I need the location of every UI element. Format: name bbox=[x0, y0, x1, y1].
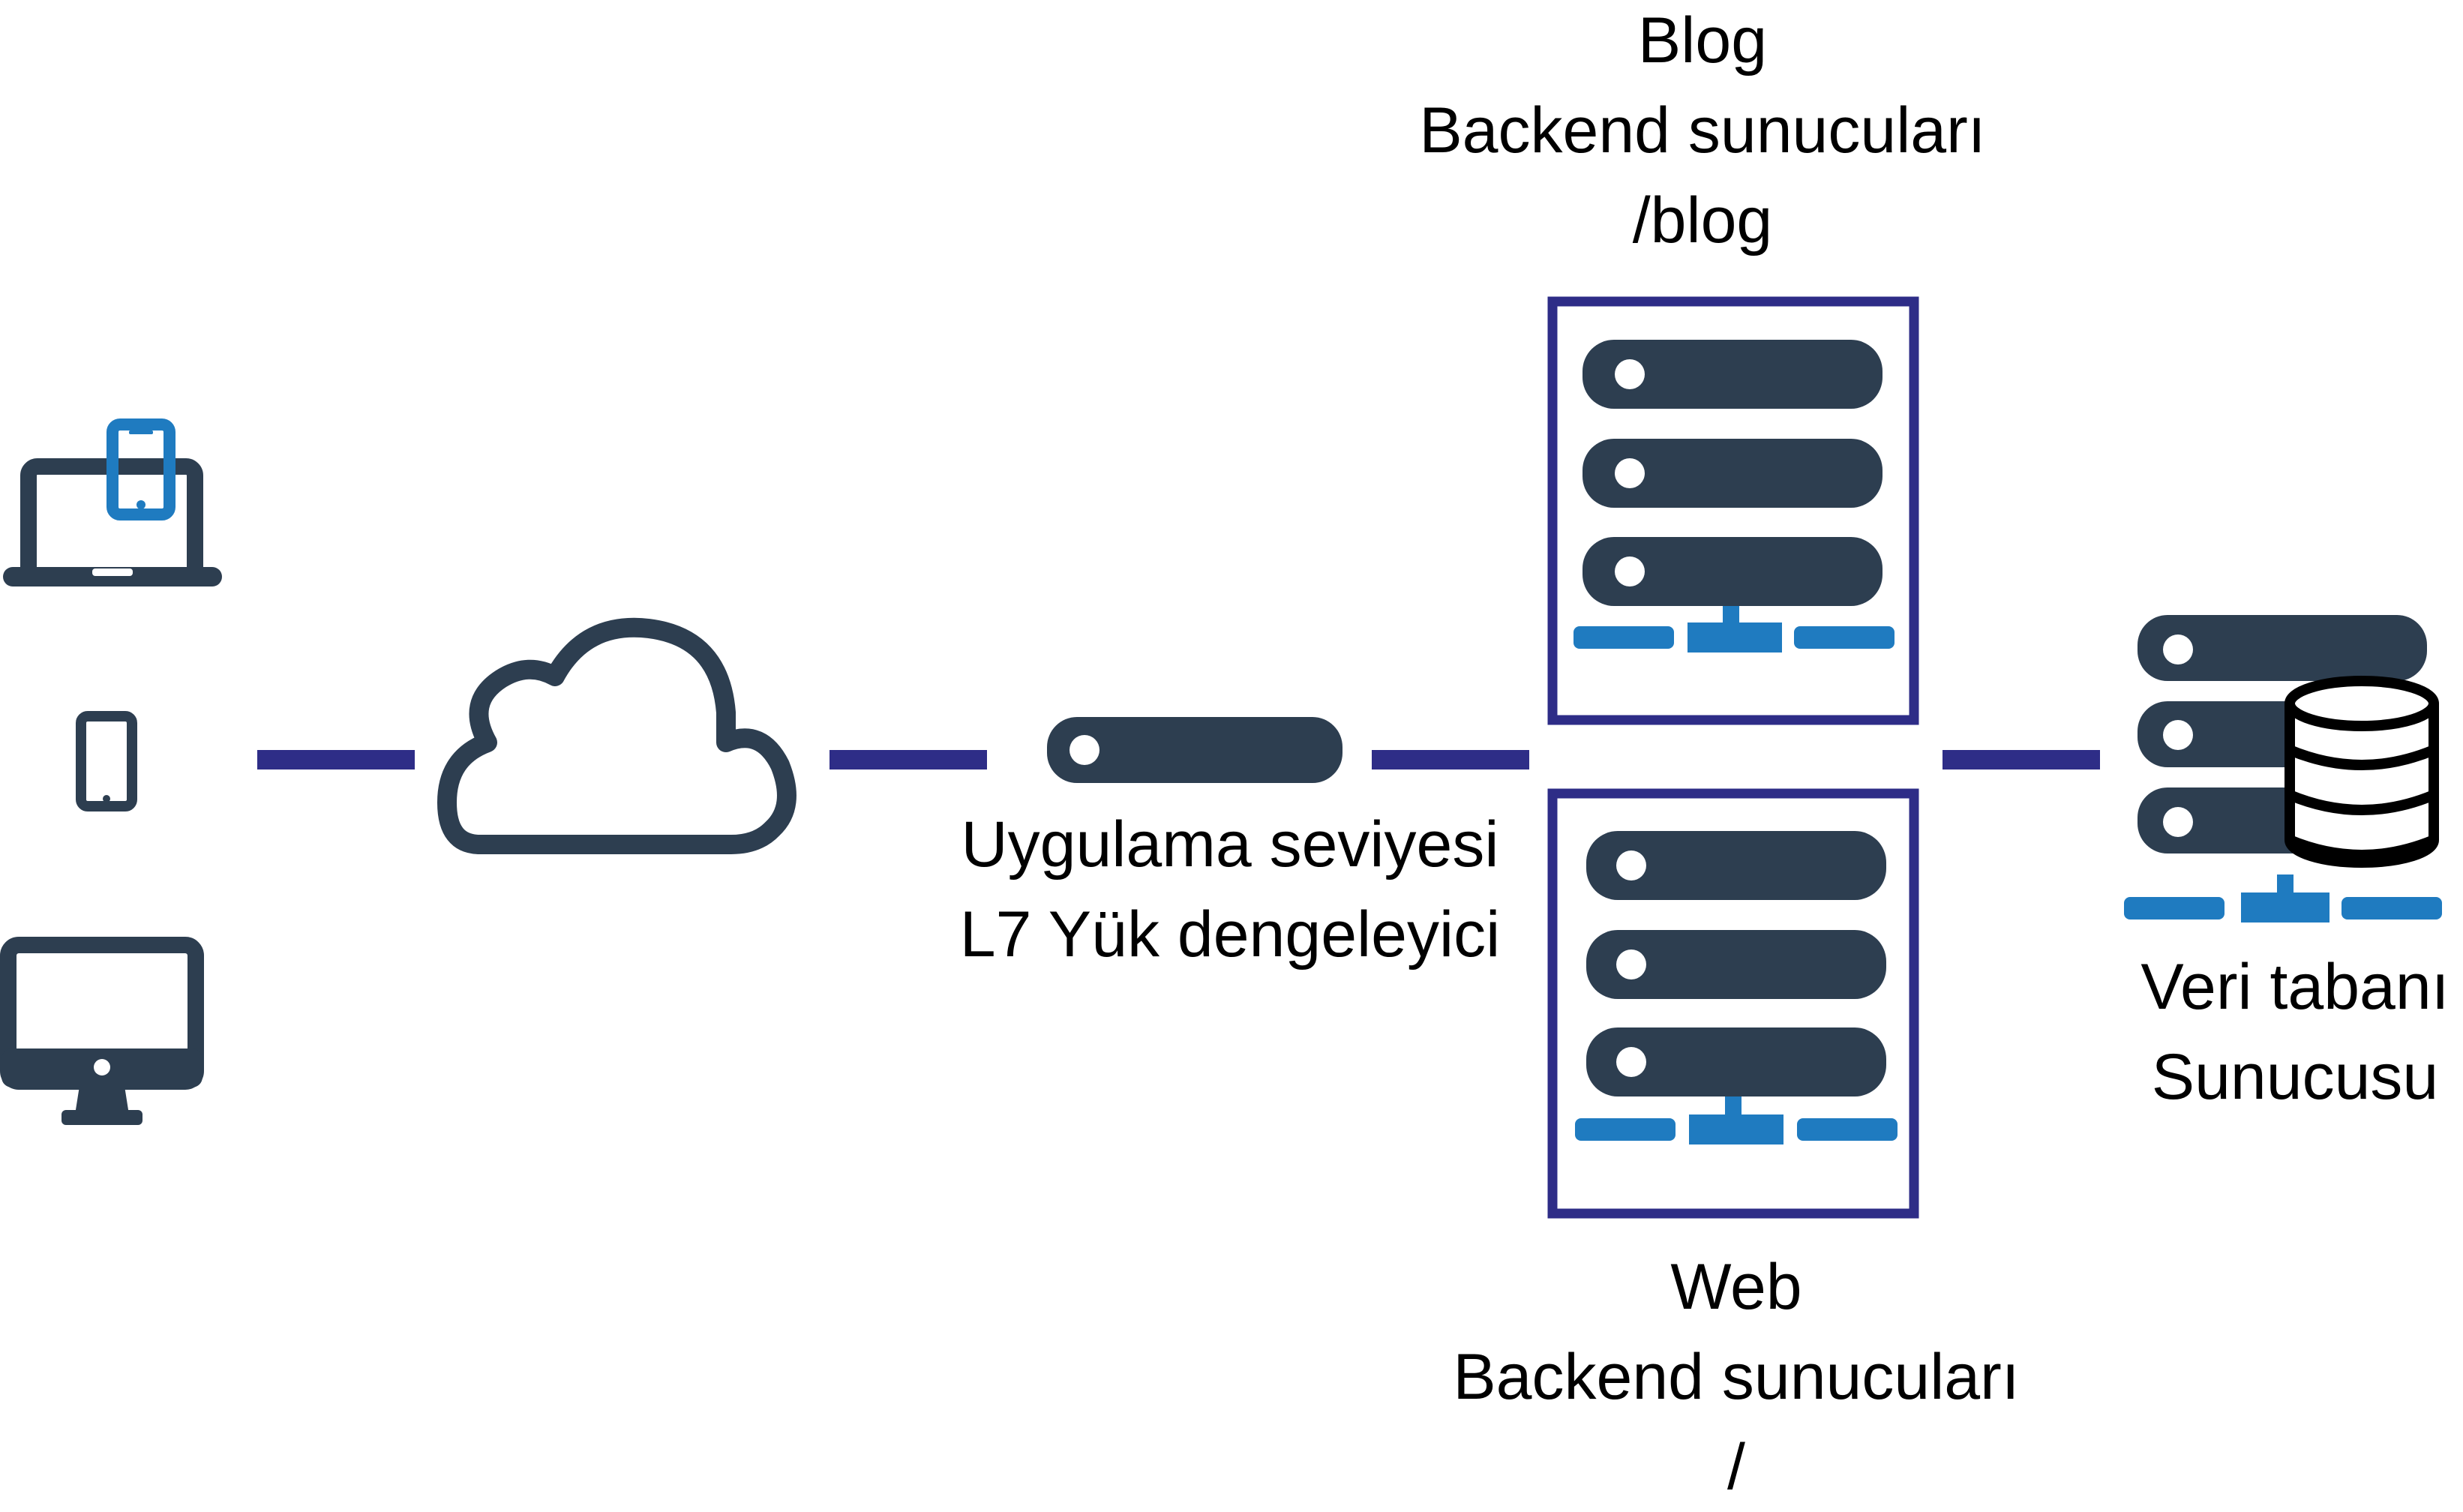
connector-lb-servers bbox=[1372, 750, 1529, 770]
connection-lines bbox=[257, 750, 2100, 770]
database-server-icon bbox=[2124, 615, 2442, 922]
web-label-path: / bbox=[1727, 1431, 1745, 1503]
connector-cloud-lb bbox=[830, 750, 987, 770]
web-label-title: Web bbox=[1670, 1251, 1802, 1323]
load-balancer-label-line1: Uygulama seviyesi bbox=[961, 808, 1499, 880]
laptop-with-phone-icon bbox=[3, 418, 222, 586]
load-balancer-label: Uygulama seviyesi L7 Yük dengeleyici bbox=[892, 800, 1568, 980]
blog-label-subtitle: Backend sunucuları bbox=[1419, 94, 1986, 166]
web-server-box bbox=[1547, 788, 1919, 1219]
blog-backend-label: Blog Backend sunucuları /blog bbox=[1346, 0, 2059, 266]
load-balancer-server-icon bbox=[1047, 717, 1342, 783]
desktop-monitor-icon bbox=[0, 937, 204, 1125]
smartphone-icon bbox=[76, 711, 137, 812]
web-backend-label: Web Backend sunucuları / bbox=[1380, 1242, 2092, 1512]
blog-label-path: /blog bbox=[1632, 184, 1773, 256]
server-stack-icon bbox=[1575, 831, 1898, 1144]
blog-server-box bbox=[1547, 296, 1919, 725]
connector-clients-cloud bbox=[257, 750, 415, 770]
server-stack-icon bbox=[1574, 340, 1894, 652]
web-server-frame bbox=[1547, 788, 1919, 1219]
database-server-label: Veri tabanı Sunucusu bbox=[2092, 942, 2463, 1122]
web-label-subtitle: Backend sunucuları bbox=[1453, 1341, 2020, 1413]
database-label-line1: Veri tabanı bbox=[2140, 951, 2450, 1023]
load-balancer-label-line2: L7 Yük dengeleyici bbox=[959, 898, 1501, 970]
blog-label-title: Blog bbox=[1637, 4, 1768, 76]
blog-server-frame bbox=[1547, 296, 1919, 725]
database-cylinder-icon bbox=[2284, 676, 2439, 868]
database-label-line2: Sunucusu bbox=[2151, 1041, 2439, 1113]
connector-servers-db bbox=[1942, 750, 2100, 770]
cloud-icon bbox=[437, 617, 796, 854]
